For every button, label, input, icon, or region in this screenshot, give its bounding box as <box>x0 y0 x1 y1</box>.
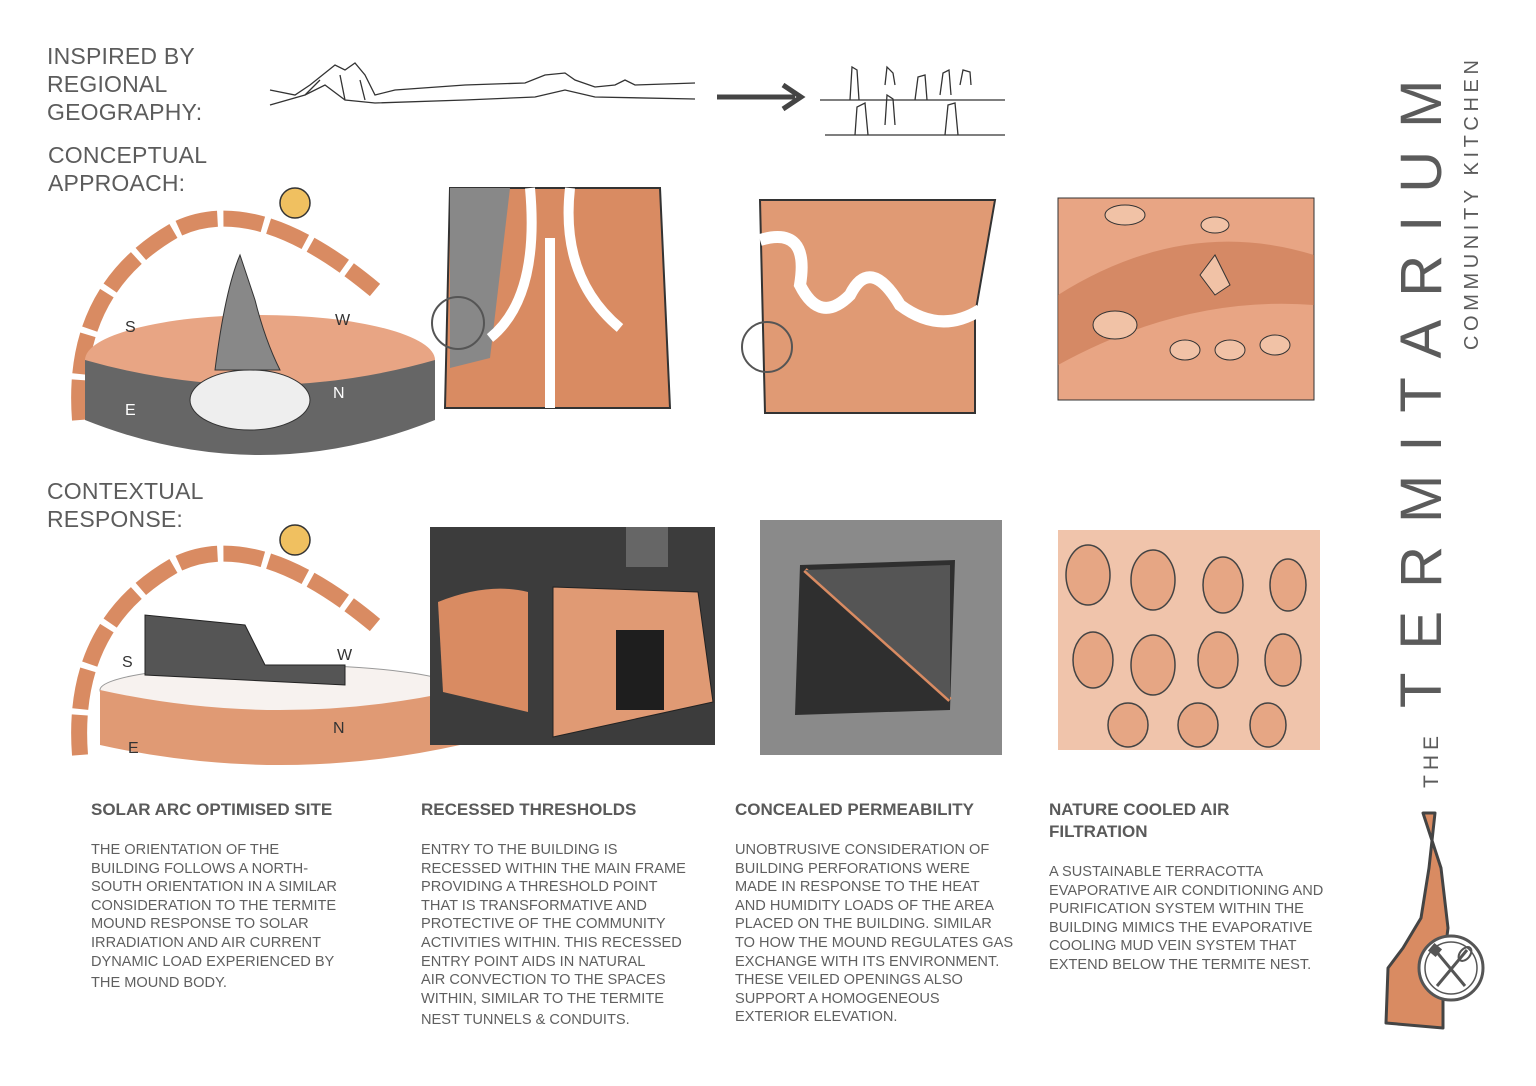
compass-w: W <box>337 647 353 664</box>
solar-arc-building-sketch: S W E N <box>71 524 461 765</box>
body-line: EVAPORATIVE AIR CONDITIONING AND <box>1049 882 1324 899</box>
veiled-opening-sketch <box>760 520 1002 755</box>
concept-nature-cooled-air: NATURE COOLED AIR FILTRATION A SUSTAINAB… <box>1049 799 1359 975</box>
title-line: RECESSED THRESHOLDS <box>421 800 637 819</box>
solar-arc-mound-sketch: S W E N <box>71 187 435 455</box>
compass-e: E <box>125 402 136 419</box>
label-line: REGIONAL <box>47 71 168 97</box>
concept-title: SOLAR ARC OPTIMISED SITE <box>91 799 391 821</box>
body-line: RECESSED WITHIN THE MAIN FRAME <box>421 860 686 877</box>
terracotta-pipes-sketch <box>1058 530 1320 750</box>
body-line: MOUND RESPONSE TO SOLAR <box>91 916 309 933</box>
body-line: UNOBTRUSIVE CONSIDERATION OF <box>735 842 990 858</box>
concept-body: THE ORIENTATION OF THE BUILDING FOLLOWS … <box>91 841 391 993</box>
body-line: PROTECTIVE OF THE COMMUNITY <box>421 916 666 933</box>
sun-icon <box>279 187 311 219</box>
body-line: PURIFICATION SYSTEM WITHIN THE <box>1049 901 1304 918</box>
compass-s: S <box>125 319 136 336</box>
body-line: ACTIVITIES WITHIN. THIS RECESSED <box>421 934 682 951</box>
body-line: EXCHANGE WITH ITS ENVIRONMENT. <box>735 953 1000 970</box>
body-line: AIR CONVECTION TO THE SPACES <box>421 972 666 989</box>
body-line: WITHIN, SIMILAR TO THE TERMITE <box>421 990 664 1007</box>
termitarium-logo <box>1384 811 1485 1030</box>
concept-title: CONCEALED PERMEABILITY <box>735 799 1045 821</box>
body-line: EXTERIOR ELEVATION. <box>735 1009 898 1026</box>
title-line: SOLAR ARC OPTIMISED SITE <box>91 800 333 819</box>
compass-n: N <box>333 720 345 737</box>
spatula-whisk-icon <box>1417 934 1485 1002</box>
body-line: EXTEND BELOW THE TERMITE NEST. <box>1049 956 1312 973</box>
body-line: AND HUMIDITY LOADS OF THE AREA <box>735 897 994 914</box>
concept-body: ENTRY TO THE BUILDING IS RECESSED WITHIN… <box>421 841 721 1030</box>
brand-name: TERMITARIUM <box>1389 56 1454 708</box>
label-contextual: CONTEXTUAL RESPONSE: <box>47 477 204 533</box>
body-line: MADE IN RESPONSE TO THE HEAT <box>735 879 980 896</box>
mound-section-sketch <box>431 187 672 409</box>
label-line: RESPONSE: <box>47 506 184 532</box>
concept-recessed-thresholds: RECESSED THRESHOLDS ENTRY TO THE BUILDIN… <box>421 799 721 1030</box>
body-line: DYNAMIC LOAD EXPERIENCED BY <box>91 953 335 970</box>
body-line: THESE VEILED OPENINGS ALSO <box>735 972 963 989</box>
body-line: SUPPORT A HOMOGENEOUS <box>735 990 940 1007</box>
body-line: A SUSTAINABLE TERRACOTTA <box>1049 864 1264 880</box>
mud-cavities-sketch <box>1057 197 1315 401</box>
title-line: FILTRATION <box>1049 822 1148 841</box>
body-line: COOLING MUD VEIN SYSTEM THAT <box>1049 938 1297 955</box>
label-line: INSPIRED BY <box>47 43 195 69</box>
concept-body: UNOBTRUSIVE CONSIDERATION OF BUILDING PE… <box>735 841 1045 1027</box>
body-line: BUILDING MIMICS THE EVAPORATIVE <box>1049 919 1313 936</box>
arrow-icon <box>717 82 806 112</box>
sun-icon <box>279 524 311 556</box>
concept-concealed-permeability: CONCEALED PERMEABILITY UNOBTRUSIVE CONSI… <box>735 799 1045 1027</box>
label-line: CONTEXTUAL <box>47 478 204 504</box>
geography-sketch <box>269 62 1005 136</box>
label-line: GEOGRAPHY: <box>47 99 203 125</box>
body-line: PROVIDING A THRESHOLD POINT <box>421 879 658 896</box>
compass-n: N <box>333 385 345 402</box>
termite-mounds-sketch <box>820 65 1005 136</box>
label-conceptual: CONCEPTUAL APPROACH: <box>48 141 207 197</box>
body-line: CONSIDERATION TO THE TERMITE <box>91 897 337 914</box>
label-line: APPROACH: <box>48 170 186 196</box>
body-line: THE ORIENTATION OF THE <box>91 842 280 858</box>
body-line: THAT IS TRANSFORMATIVE AND <box>421 897 647 914</box>
mound-veins-sketch <box>741 199 997 414</box>
label-line: CONCEPTUAL <box>48 142 208 168</box>
body-line: BUILDING FOLLOWS A NORTH- <box>91 860 309 877</box>
body-line: PLACED ON THE BUILDING. SIMILAR <box>735 916 992 933</box>
concept-title: RECESSED THRESHOLDS <box>421 799 721 821</box>
body-line: TO HOW THE MOUND REGULATES GAS <box>735 934 1014 951</box>
label-inspired: INSPIRED BY REGIONAL GEOGRAPHY: <box>47 42 202 126</box>
body-line: BUILDING PERFORATIONS WERE <box>735 860 970 877</box>
compass-s: S <box>122 654 133 671</box>
body-line: THE MOUND BODY. <box>91 975 227 992</box>
concept-title: NATURE COOLED AIR FILTRATION <box>1049 799 1359 843</box>
brand-subtitle: COMMUNITY KITCHEN <box>1461 55 1483 351</box>
title-line: NATURE COOLED AIR <box>1049 800 1230 819</box>
concept-solar-arc: SOLAR ARC OPTIMISED SITE THE ORIENTATION… <box>91 799 391 993</box>
concept-body: A SUSTAINABLE TERRACOTTA EVAPORATIVE AIR… <box>1049 863 1359 975</box>
body-line: ENTRY POINT AIDS IN NATURAL <box>421 953 646 970</box>
body-line: ENTRY TO THE BUILDING IS <box>421 842 618 858</box>
compass-e: E <box>128 740 139 757</box>
recessed-entry-sketch <box>430 527 715 745</box>
body-line: IRRADIATION AND AIR CURRENT <box>91 934 322 951</box>
brand-the: THE <box>1420 731 1443 788</box>
body-line: SOUTH ORIENTATION IN A SIMILAR <box>91 879 337 896</box>
title-line: CONCEALED PERMEABILITY <box>735 800 974 819</box>
body-line: NEST TUNNELS & CONDUITS. <box>421 1012 630 1029</box>
compass-w: W <box>335 312 351 329</box>
